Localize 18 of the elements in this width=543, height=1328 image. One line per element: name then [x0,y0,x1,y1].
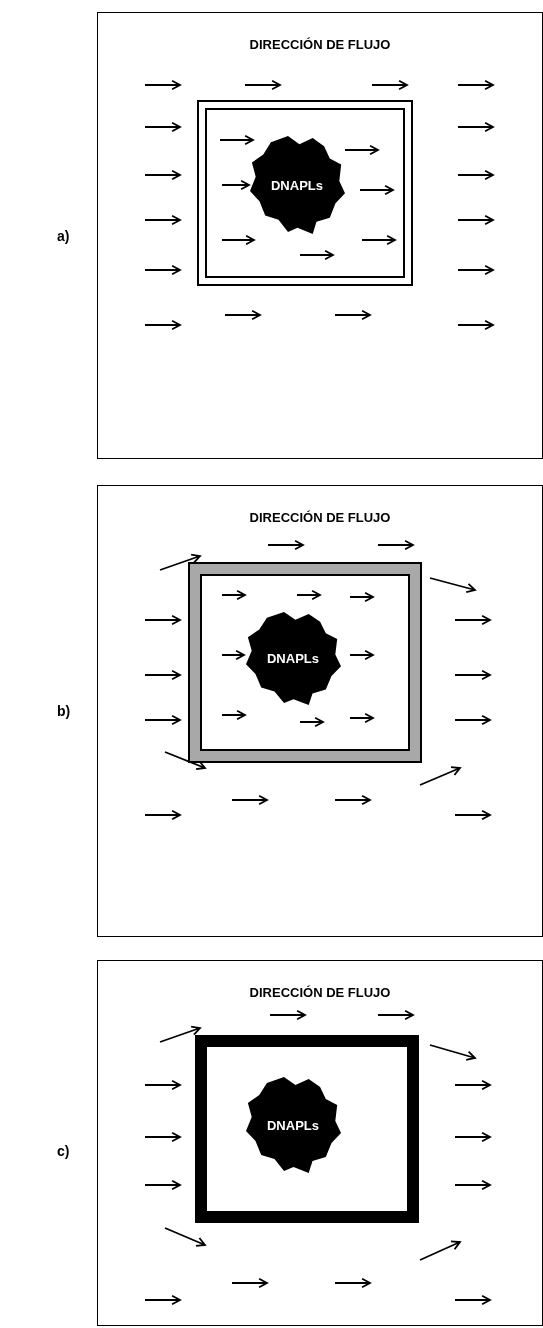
panel-title: DIRECCIÓN DE FLUJO [249,37,391,52]
barrier-wall [194,1034,419,1223]
contaminant-label: DNAPLs [271,177,323,192]
panel-title: DIRECCIÓN DE FLUJO [249,985,391,1000]
contaminant-blob [249,133,345,236]
contaminant-label: DNAPLs [267,650,319,666]
contaminant-label: DNAPLs [267,1117,319,1132]
panel-label: b) [57,703,71,719]
panel-frame [97,12,543,459]
barrier-wall [196,99,413,286]
panel-frame [97,485,543,937]
panel-label: c) [57,1143,70,1159]
panel-title: DIRECCIÓN DE FLUJO [249,510,391,525]
panel-frame [97,960,543,1326]
contaminant-blob [245,609,341,707]
barrier-wall [189,563,420,761]
contaminant-blob [245,1074,341,1175]
panel-label: a) [57,228,70,244]
